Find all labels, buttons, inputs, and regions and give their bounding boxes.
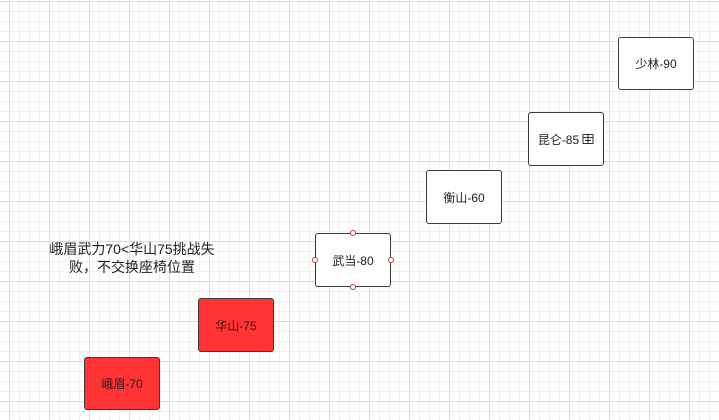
image-icon xyxy=(582,133,594,145)
node-shaolin[interactable]: 少林-90 xyxy=(618,37,694,90)
node-emei[interactable]: 峨眉-70 xyxy=(84,357,160,410)
resize-handle-right[interactable] xyxy=(388,257,394,263)
node-shaolin-label: 少林-90 xyxy=(635,57,677,71)
node-kunlun-label: 昆仑-85 xyxy=(537,132,580,147)
node-wudang[interactable]: 武当-80 xyxy=(315,233,391,287)
resize-handle-top[interactable] xyxy=(350,230,356,236)
node-wudang-label: 武当-80 xyxy=(332,253,374,268)
node-huashan[interactable]: 华山-75 xyxy=(198,298,274,352)
node-hengshan[interactable]: 衡山-60 xyxy=(426,170,502,224)
node-emei-label: 峨眉-70 xyxy=(101,377,143,391)
resize-handle-bottom[interactable] xyxy=(350,284,356,290)
node-hengshan-label: 衡山-60 xyxy=(443,190,485,205)
resize-handle-left[interactable] xyxy=(312,257,318,263)
node-huashan-label: 华山-75 xyxy=(215,318,257,333)
node-kunlun[interactable]: 昆仑-85 xyxy=(528,112,604,166)
annotation-text[interactable]: 峨眉武力70<华山75挑战失败，不交换座椅位置 xyxy=(49,241,215,275)
